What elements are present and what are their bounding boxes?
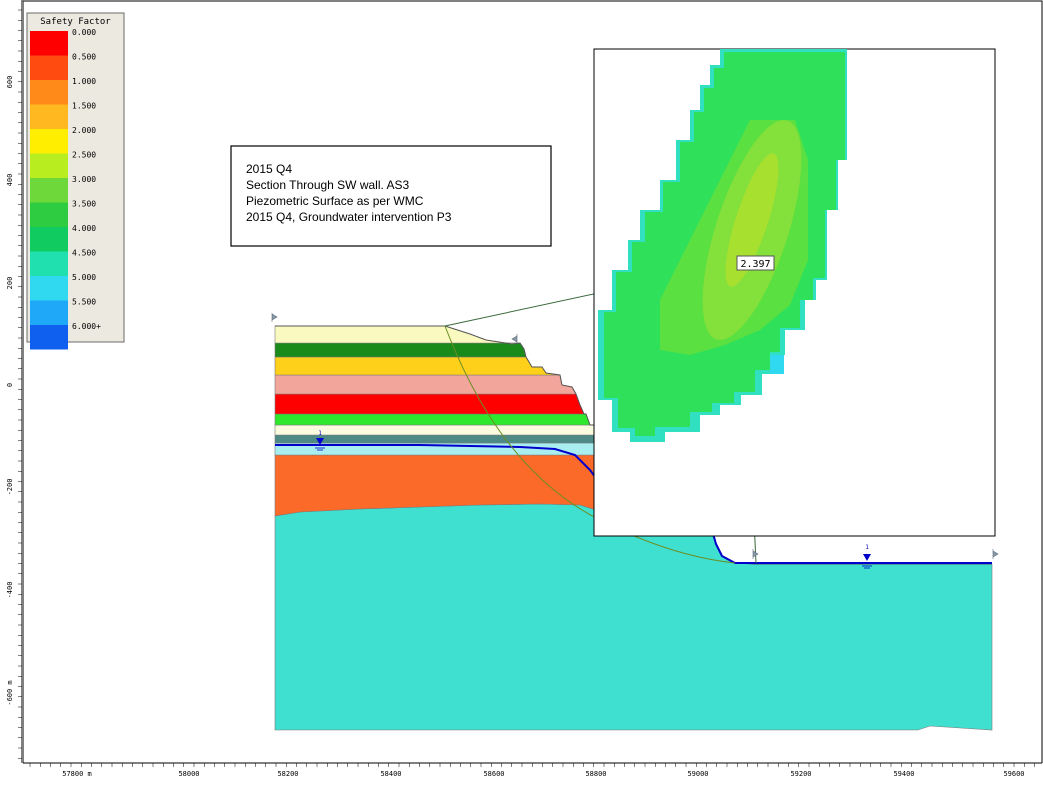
safety-factor-legend[interactable]: Safety Factor 0.000 0.500 1.000 1.500 2.000 2… [26, 12, 125, 350]
legend-label: 1.500 [72, 102, 96, 111]
boundary-markers [271, 313, 999, 559]
legend-swatch [30, 80, 68, 105]
soil-layer-yellow[interactable] [274, 356, 561, 376]
note-line: 2015 Q4, Groundwater intervention P3 [246, 210, 452, 224]
legend-swatch [30, 153, 68, 178]
flag-marker-icon [752, 549, 759, 559]
x-tick-label: 59400 [893, 770, 914, 778]
legend-swatch [30, 129, 68, 154]
fs-contour-map [598, 49, 847, 442]
x-tick-label: 57800 m [62, 770, 92, 778]
x-tick-label: 58000 [178, 770, 199, 778]
water-triangle-icon [863, 554, 871, 561]
legend-swatch [30, 55, 68, 80]
soil-layer-pink[interactable] [274, 374, 577, 395]
note-line: Section Through SW wall. AS3 [246, 178, 410, 192]
soil-layer-darkgreen[interactable] [274, 342, 527, 358]
y-tick-label: -600 m [6, 680, 14, 705]
legend-swatch [30, 227, 68, 252]
x-axis-ruler: 57800 m 58000 58200 58400 58600 58800 59… [0, 762, 1043, 782]
legend-swatch [30, 300, 68, 325]
critical-fs-label[interactable]: 2.397 [736, 255, 775, 271]
soil-layer-green[interactable] [274, 413, 591, 426]
legend-swatch [30, 325, 68, 350]
soil-layer-pale[interactable] [274, 424, 605, 436]
water-triangle-icon [316, 438, 324, 445]
x-tick-label: 58200 [277, 770, 298, 778]
note-line: 2015 Q4 [246, 162, 292, 176]
annotation-note[interactable]: 2015 Q4 Section Through SW wall. AS3 Pie… [230, 145, 552, 247]
legend-label: 3.500 [72, 200, 96, 209]
legend-swatch [30, 104, 68, 129]
soil-layer-red[interactable] [274, 393, 585, 415]
y-tick-label: 600 [6, 76, 14, 89]
legend-label: 4.000 [72, 224, 96, 233]
legend-label: 2.000 [72, 126, 96, 135]
x-tick-label: 58600 [483, 770, 504, 778]
flag-marker-icon [992, 549, 999, 559]
x-tick-label: 58800 [585, 770, 606, 778]
legend-label: 1.000 [72, 77, 96, 86]
legend-swatch [30, 251, 68, 276]
slip-circle-arc [444, 325, 736, 564]
flag-marker-icon [271, 313, 278, 322]
x-tick-label: 59600 [1003, 770, 1024, 778]
y-tick-label: -200 [6, 479, 14, 496]
x-tick-label: 58400 [380, 770, 401, 778]
legend-label: 2.500 [72, 151, 96, 160]
legend-label: 3.000 [72, 175, 96, 184]
legend-label: 0.000 [72, 28, 96, 37]
note-line: Piezometric Surface as per WMC [246, 194, 424, 208]
y-tick-label: 200 [6, 277, 14, 290]
water-marker-right: 1 [862, 544, 872, 569]
legend-swatch [30, 178, 68, 203]
legend-label: 5.000 [72, 273, 96, 282]
critical-fs-value: 2.397 [740, 259, 770, 270]
legend-title: Safety Factor [40, 17, 111, 27]
legend-swatch [30, 202, 68, 227]
legend-label: 6.000+ [72, 322, 101, 331]
water-marker-left: 1 [315, 430, 325, 451]
x-tick-label: 59000 [687, 770, 708, 778]
legend-label: 4.500 [72, 249, 96, 258]
y-tick-label: -400 [6, 582, 14, 599]
legend-swatch [30, 31, 68, 56]
legend-label: 5.500 [72, 298, 96, 307]
svg-text:1: 1 [318, 430, 322, 437]
legend-label: 0.500 [72, 53, 96, 62]
y-tick-label: 0 [6, 383, 14, 387]
legend-swatch [30, 276, 68, 301]
y-axis-ruler: 600 400 200 0 -200 -400 -600 m [0, 0, 23, 763]
svg-text:1: 1 [865, 544, 869, 551]
soil-layer-teal[interactable] [274, 434, 613, 444]
flag-marker-icon [511, 334, 518, 344]
y-tick-label: 400 [6, 174, 14, 187]
x-tick-label: 59200 [790, 770, 811, 778]
